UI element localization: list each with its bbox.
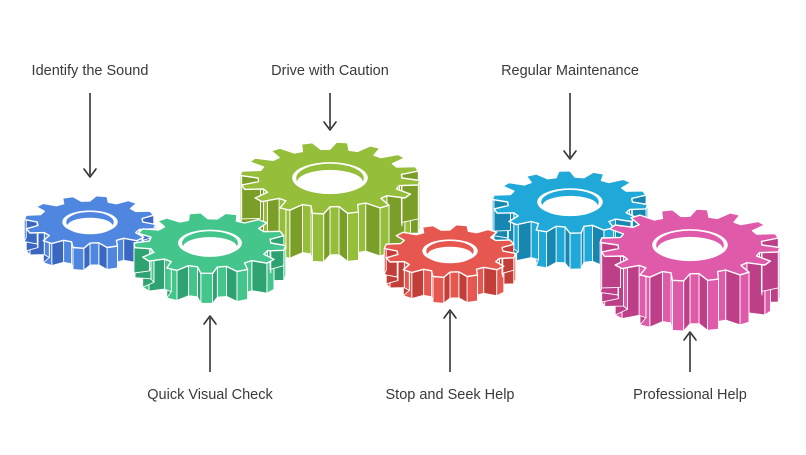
label-identify-the-sound: Identify the Sound — [32, 63, 149, 79]
label-quick-visual-check: Quick Visual Check — [147, 387, 273, 403]
label-professional-help: Professional Help — [633, 387, 747, 403]
connector-stop-and-seek-help — [443, 309, 457, 372]
label-drive-with-caution: Drive with Caution — [271, 63, 389, 79]
gears-layer — [23, 141, 781, 332]
connector-professional-help — [683, 331, 697, 372]
label-stop-and-seek-help: Stop and Seek Help — [386, 387, 515, 403]
label-regular-maintenance: Regular Maintenance — [501, 63, 639, 79]
connector-regular-maintenance — [563, 93, 577, 160]
connector-identify-the-sound — [83, 93, 97, 178]
connector-quick-visual-check — [203, 315, 217, 372]
gear-professional-help — [599, 208, 781, 332]
gear-quick-visual-check — [133, 212, 287, 304]
gear-stop-and-seek-help — [383, 223, 517, 304]
connector-drive-with-caution — [323, 93, 337, 131]
